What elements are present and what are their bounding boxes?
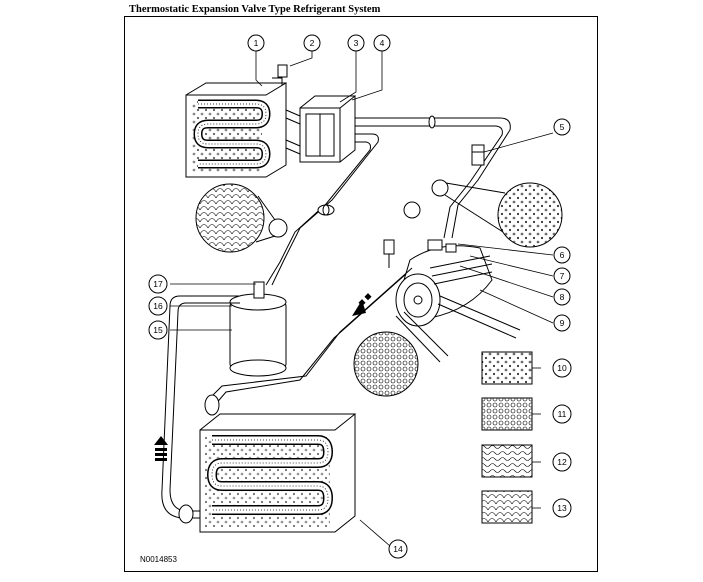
figure-code: N0014853	[140, 555, 177, 564]
magnifier-left	[195, 183, 288, 253]
liquid-line-upper	[265, 133, 379, 286]
legend-swatch-mixed	[481, 397, 533, 431]
svg-text:16: 16	[153, 301, 163, 311]
svg-text:4: 4	[380, 38, 385, 48]
callout-4: 4	[373, 34, 391, 52]
callout-17: 17	[148, 274, 168, 294]
callout-3: 3	[347, 34, 365, 52]
callout-8: 8	[553, 288, 571, 306]
svg-text:17: 17	[153, 279, 163, 289]
svg-text:13: 13	[557, 503, 567, 513]
svg-text:2: 2	[310, 38, 315, 48]
temperature-sensor	[272, 64, 288, 85]
svg-text:1: 1	[254, 38, 259, 48]
svg-text:5: 5	[560, 122, 565, 132]
expansion-valve	[299, 94, 356, 163]
callout-13: 13	[552, 498, 572, 518]
diagram-title: Thermostatic Expansion Valve Type Refrig…	[129, 4, 381, 15]
callout-15: 15	[148, 320, 168, 340]
svg-text:7: 7	[560, 271, 565, 281]
diagram-frame	[124, 16, 598, 572]
legend-swatch-liquid-vapor	[481, 444, 533, 478]
callout-9: 9	[553, 314, 571, 332]
svg-text:10: 10	[557, 363, 567, 373]
magnifier-right	[431, 179, 563, 248]
accumulator	[229, 281, 287, 377]
svg-text:15: 15	[153, 325, 163, 335]
legend-swatch-gas	[481, 351, 533, 385]
service-port-gauge	[471, 144, 485, 166]
callout-2: 2	[303, 34, 321, 52]
evaporator-pipes	[285, 109, 301, 155]
callout-6: 6	[553, 246, 571, 264]
callout-leaders	[170, 50, 554, 547]
evaporator-core	[185, 82, 287, 178]
svg-text:6: 6	[560, 250, 565, 260]
svg-text:9: 9	[560, 318, 565, 328]
svg-text:14: 14	[393, 544, 403, 554]
legend-swatch-liquid	[481, 490, 533, 524]
flow-arrow-liquid	[154, 436, 168, 461]
callout-1: 1	[247, 34, 265, 52]
magnifier-center	[353, 201, 421, 397]
callout-5: 5	[553, 118, 571, 136]
condenser-core	[199, 412, 356, 533]
svg-text:3: 3	[354, 38, 359, 48]
callout-7: 7	[553, 267, 571, 285]
callout-10: 10	[552, 358, 572, 378]
svg-text:12: 12	[557, 457, 567, 467]
callout-16: 16	[148, 296, 168, 316]
compressor	[395, 239, 521, 363]
svg-text:8: 8	[560, 292, 565, 302]
flow-arrow-discharge	[352, 293, 372, 316]
pressure-switch	[383, 239, 395, 268]
liquid-line-lower	[161, 295, 240, 524]
svg-text:11: 11	[558, 409, 567, 419]
callout-14: 14	[388, 539, 408, 559]
suction-line	[355, 115, 511, 239]
callout-12: 12	[552, 452, 572, 472]
callout-11: 11	[552, 404, 572, 424]
